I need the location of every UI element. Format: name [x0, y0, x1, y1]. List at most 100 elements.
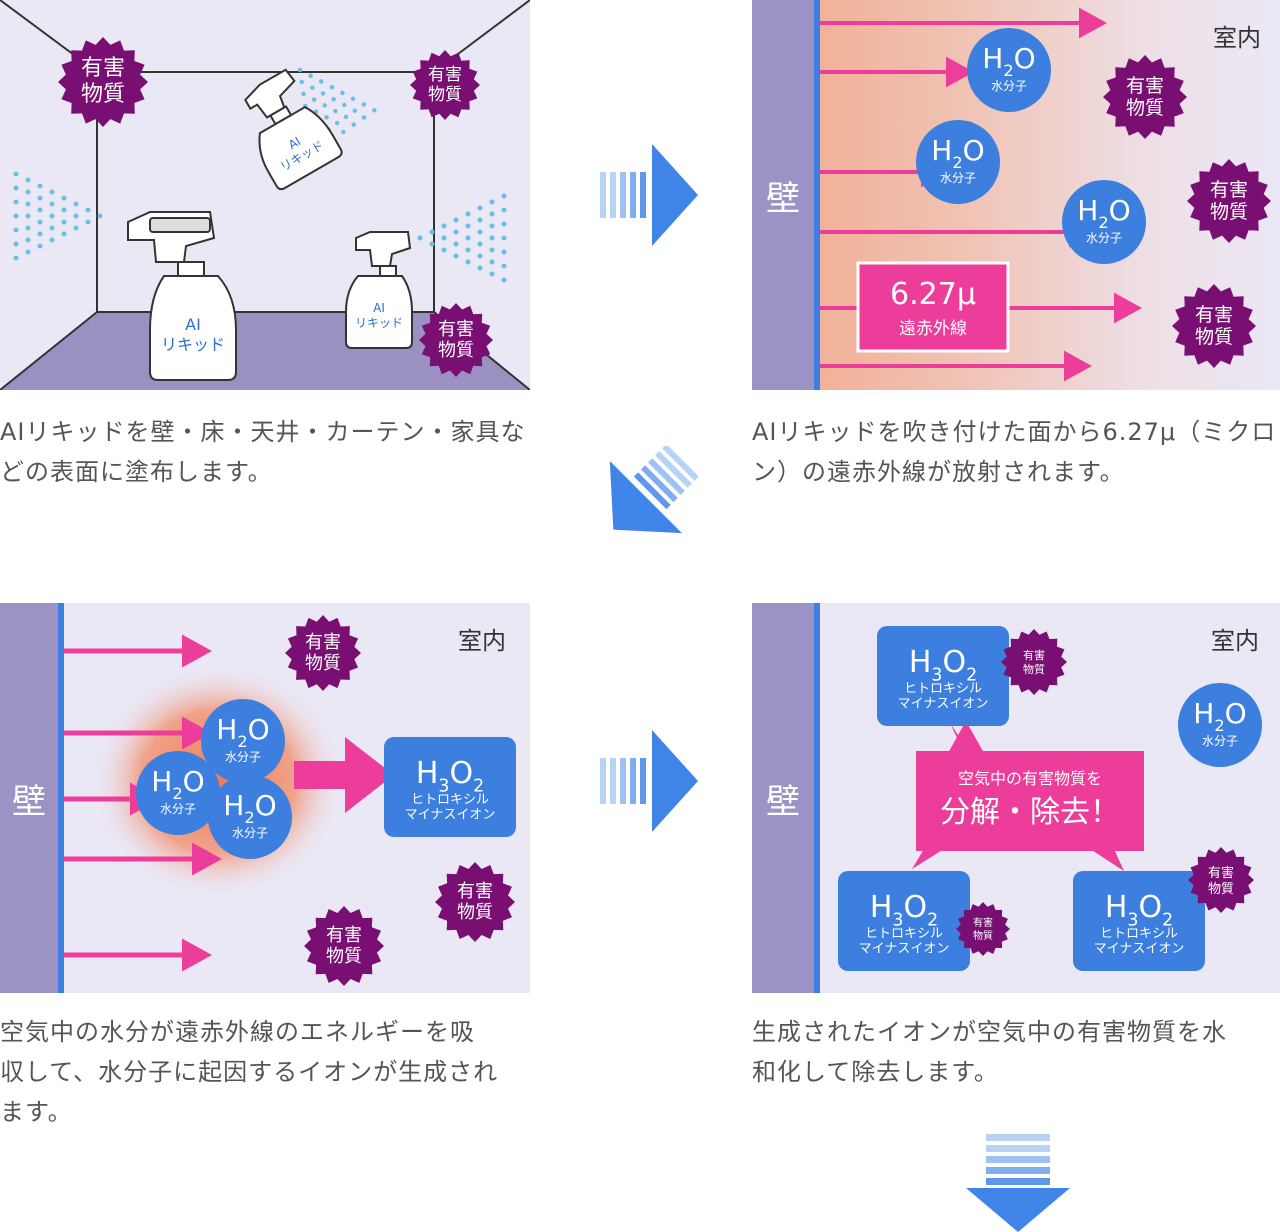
svg-text:物質: 物質 [326, 946, 362, 967]
ion-formula: H3O2 [1105, 890, 1173, 930]
infrared-ray [64, 842, 222, 876]
svg-text:物質: 物質 [1208, 882, 1234, 897]
bubble-title: 分解・除去！ [940, 795, 1120, 830]
svg-text:有害: 有害 [81, 56, 125, 81]
harmful-substance-badge: 有害 物質 [1001, 629, 1067, 695]
svg-text:物質: 物質 [973, 929, 993, 942]
wall-label: 壁 [766, 782, 800, 822]
svg-text:有害: 有害 [1023, 648, 1045, 662]
flow-arrow-down-icon [966, 1134, 1070, 1232]
harmful-substance-badge: 有害 物質 [1103, 55, 1187, 139]
svg-text:物質: 物質 [428, 85, 462, 105]
harmful-substance-badge: 有害 物質 [1188, 847, 1254, 913]
harmful-substance-badge: 有害 物質 [1187, 159, 1271, 243]
infrared-ray [820, 350, 1092, 382]
ion-formula: H3O2 [870, 890, 938, 930]
harmful-substance-badge: 有害 物質 [285, 615, 361, 691]
panel-application: AI リキッド AI リキッド AI リキッド 有害 物質 有害 物質 [0, 0, 530, 390]
water-formula: H2O [982, 42, 1035, 80]
svg-text:有害: 有害 [973, 916, 993, 929]
bottle-small-label-line1: AI [373, 301, 385, 315]
harmful-substance-badge: 有害 物質 [410, 50, 480, 120]
harmful-substance-badge: 有害 物質 [1172, 284, 1256, 368]
ion-formula: H3O2 [416, 756, 484, 796]
decompose-speech-bubble: 空気中の有害物質を 分解・除去！ [912, 721, 1144, 871]
indoor-label: 室内 [458, 627, 506, 655]
water-name: 水分子 [1086, 231, 1122, 245]
harmful-substance-badge: 有害 物質 [304, 906, 384, 986]
svg-text:物質: 物質 [1126, 97, 1164, 119]
bubble-subtitle: 空気中の有害物質を [958, 769, 1102, 788]
svg-text:物質: 物質 [1210, 201, 1248, 223]
svg-text:有害: 有害 [1126, 75, 1164, 97]
water-name: 水分子 [232, 826, 268, 840]
step3-caption: 空気中の水分が遠赤外線のエネルギーを吸 収して、水分子に起因するイオンが生成され… [0, 1018, 499, 1126]
water-formula: H2O [216, 713, 269, 751]
wall [0, 603, 58, 993]
svg-text:物質: 物質 [457, 902, 493, 923]
infrared-value: 6.27μ [890, 277, 976, 312]
bottle-small-label-line2: リキッド [355, 316, 403, 330]
ion-name-line: マイナスイオン [859, 942, 950, 957]
step4-caption: 生成されたイオンが空気中の有害物質を水 和化して除去します。 [752, 1018, 1227, 1086]
harmful-substance-badge: 有害 物質 [58, 37, 148, 127]
svg-text:物質: 物質 [1023, 662, 1045, 676]
ion-name-line: ヒトロキシル [1100, 927, 1178, 942]
harmful-substance-badge: 有害 物質 [419, 303, 493, 377]
svg-text:有害: 有害 [428, 65, 462, 85]
infrared-ray [64, 938, 212, 972]
bottle-label-line1: AI [185, 315, 201, 334]
water-name: 水分子 [991, 79, 1027, 93]
svg-text:物質: 物質 [438, 340, 474, 361]
svg-text:物質: 物質 [305, 653, 341, 674]
bottle-label-line2: リキッド [161, 335, 225, 354]
infrared-ray [64, 716, 212, 750]
flow-arrow-right-icon [600, 730, 698, 832]
step1-caption: AIリキッドを壁・床・天井・カーテン・家具な どの表面に塗布します。 [0, 418, 526, 486]
svg-text:物質: 物質 [81, 82, 125, 107]
ion-name-line: ヒトロキシル [411, 793, 489, 808]
wall-edge [814, 0, 820, 390]
ion-name-line: マイナスイオン [1094, 942, 1185, 957]
svg-text:有害: 有害 [1208, 865, 1234, 881]
wall-edge [814, 603, 820, 993]
step2-caption: AIリキッドを吹き付けた面から6.27μ（ミクロ ン）の遠赤外線が放射されます。 [752, 418, 1277, 486]
svg-text:有害: 有害 [457, 881, 493, 902]
wall-label: 壁 [12, 782, 46, 822]
infrared-ray [64, 634, 212, 668]
wall [752, 603, 814, 993]
harmful-substance-badge: 有害 物質 [956, 902, 1010, 956]
water-name: 水分子 [160, 802, 196, 816]
infrared-label: 遠赤外線 [899, 319, 967, 339]
infrared-wavelength-box: 6.27μ 遠赤外線 [856, 261, 1010, 353]
sprayer-bottle-tilted-icon: AI リキッド [244, 68, 343, 191]
harmful-substance-badge: 有害 物質 [435, 862, 515, 942]
indoor-label: 室内 [1213, 24, 1261, 52]
sprayer-bottle-large-icon: AI リキッド [127, 211, 237, 381]
svg-text:有害: 有害 [305, 632, 341, 653]
ion-name-line: マイナスイオン [898, 697, 989, 712]
water-name: 水分子 [225, 750, 261, 764]
wall-edge [58, 603, 64, 993]
indoor-label: 室内 [1211, 627, 1259, 655]
infrared-ray [820, 7, 1107, 39]
wall-label: 壁 [766, 179, 800, 219]
ion-name-line: マイナスイオン [405, 808, 496, 823]
svg-text:物質: 物質 [1195, 326, 1233, 348]
conversion-arrow [294, 737, 394, 813]
ion-name-line: ヒトロキシル [904, 682, 982, 697]
water-name: 水分子 [1202, 734, 1238, 748]
flow-arrow-diagonal-icon [609, 446, 698, 534]
water-name: 水分子 [940, 171, 976, 185]
